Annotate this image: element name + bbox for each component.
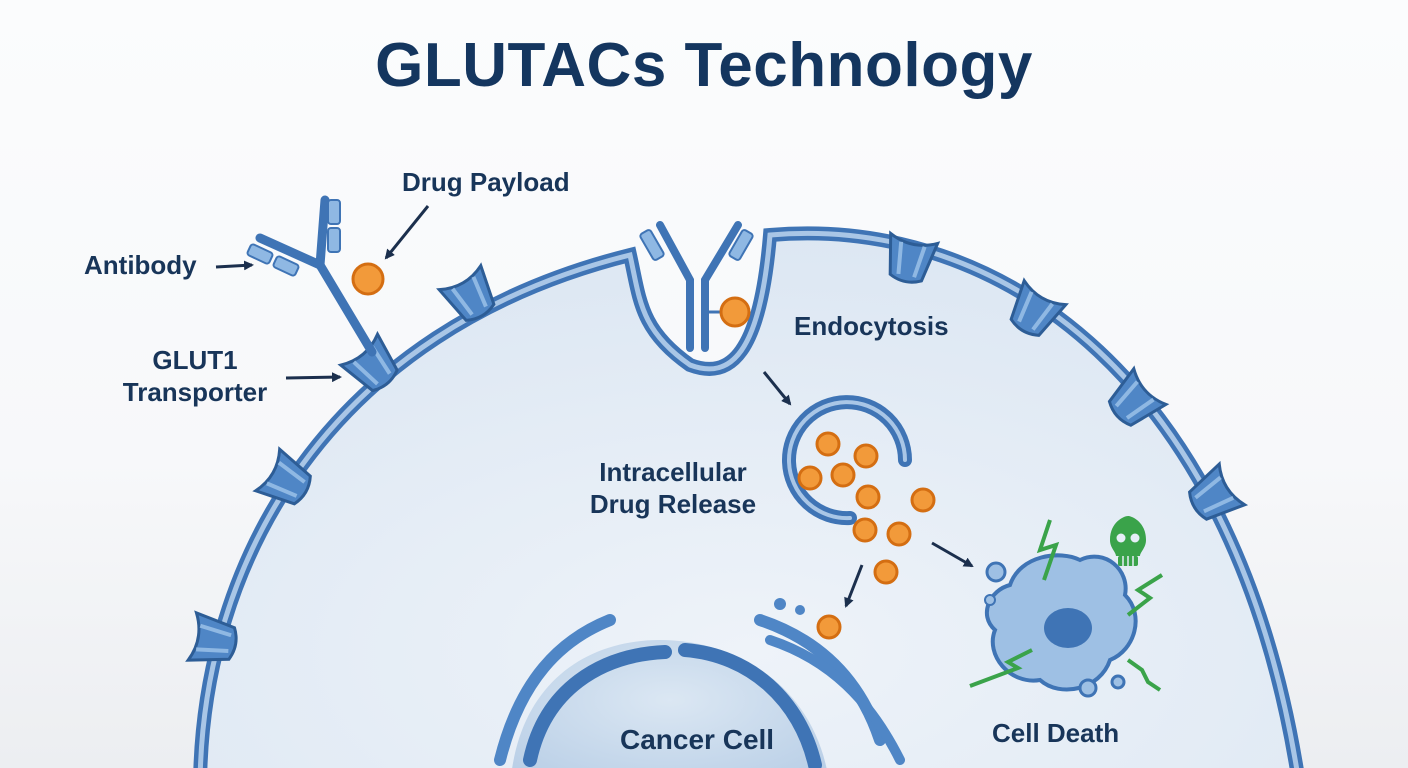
arrow-glut1 xyxy=(285,372,342,383)
skull-icon xyxy=(1110,516,1146,566)
arrow-antibody xyxy=(215,260,254,271)
arrow-drug-payload xyxy=(384,205,430,260)
arrow-endocytosis xyxy=(762,371,792,406)
nucleus xyxy=(494,598,905,768)
label-endocytosis: Endocytosis xyxy=(794,311,949,341)
antibody xyxy=(246,195,385,357)
label-cancer-cell: Cancer Cell xyxy=(620,724,775,755)
page-title: GLUTACs Technology xyxy=(375,31,1033,100)
label-release-line1: Intracellular xyxy=(599,457,747,487)
drug-molecules xyxy=(797,431,936,640)
arrow-cell-death xyxy=(931,541,974,568)
endosome-vesicle xyxy=(782,395,912,526)
label-glut1-line2: Transporter xyxy=(122,377,268,407)
endocytosed-antibody xyxy=(639,221,754,352)
arrow-to-nucleus xyxy=(844,564,864,608)
label-drug-payload: Drug Payload xyxy=(402,167,570,197)
label-glut1-line1: GLUT1 xyxy=(152,345,238,375)
label-release-line2: Drug Release xyxy=(589,489,757,519)
arrows xyxy=(215,205,974,608)
label-antibody: Antibody xyxy=(84,250,197,280)
label-cell-death: Cell Death xyxy=(992,718,1120,748)
lightning-icon xyxy=(969,519,1164,692)
